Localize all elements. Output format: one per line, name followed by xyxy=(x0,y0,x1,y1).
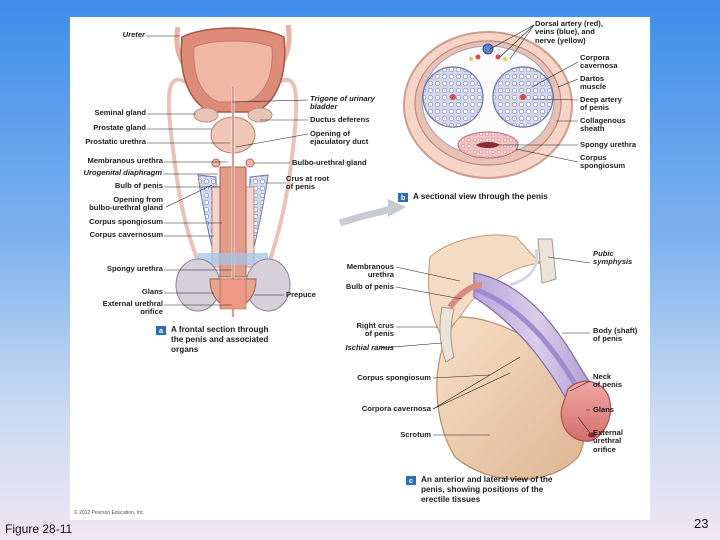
figure-label: Figure 28-11 xyxy=(5,522,73,536)
lateral-view-illustration xyxy=(428,234,612,480)
label-collagenous-sheath: Collagenous sheath xyxy=(580,116,626,134)
label-neck-of-penis: Neck of penis xyxy=(593,372,623,390)
label-urogenital-diaphragm: Urogenital diaphragm xyxy=(83,168,162,177)
label-opening-ejaculatory-duct: Opening of ejaculatory duct xyxy=(310,129,369,147)
badge-c: c xyxy=(406,476,416,485)
label-corpus-spongiosum-b: Corpus spongiosum xyxy=(580,153,626,171)
caption-a-text: A frontal section through the penis and … xyxy=(171,325,269,354)
page-number: 23 xyxy=(694,516,709,531)
label-corpus-cavernosum-a: Corpus cavernosum xyxy=(89,230,163,239)
label-deep-artery: Deep artery of penis xyxy=(580,95,622,113)
label-prostatic-urethra: Prostatic urethra xyxy=(85,137,146,146)
figure-panel: Ureter Seminal gland Prostate gland Pros… xyxy=(70,17,650,520)
badge-b: b xyxy=(398,193,408,202)
label-dorsal-artery: Dorsal artery (red), veins (blue), and n… xyxy=(535,19,603,45)
connector-arrow xyxy=(338,205,392,227)
label-bulb-of-penis-c: Bulb of penis xyxy=(345,282,394,291)
label-right-crus: Right crus of penis xyxy=(356,321,394,339)
label-prostate-gland: Prostate gland xyxy=(93,123,146,132)
label-ureter: Ureter xyxy=(122,30,145,39)
caption-b: b A sectional view through the penis xyxy=(398,192,548,202)
label-crus-at-root: Crus at root of penis xyxy=(286,174,330,192)
label-corpus-spongiosum-c: Corpus spongiosum xyxy=(357,373,431,382)
anatomy-illustrations xyxy=(146,24,612,480)
label-corpora-cavernosa-b: Corpora cavernosa xyxy=(580,53,618,71)
label-prepuce: Prepuce xyxy=(286,290,316,299)
caption-a: a A frontal section through the penis and… xyxy=(156,325,269,355)
frontal-section-illustration xyxy=(166,24,299,317)
label-bulb-of-penis-a: Bulb of penis xyxy=(114,181,163,190)
label-spongy-urethra-a: Spongy urethra xyxy=(106,264,163,273)
label-ductus-deferens: Ductus deferens xyxy=(310,115,370,124)
label-scrotum: Scrotum xyxy=(400,430,431,439)
label-spongy-urethra-b: Spongy urethra xyxy=(580,140,637,149)
leader-lines xyxy=(146,24,591,436)
label-ischial-ramus: Ischial ramus xyxy=(345,343,394,352)
label-corpus-spongiosum-a: Corpus spongiosum xyxy=(89,217,163,226)
label-external-urethral-orifice-a: External urethral orifice xyxy=(102,299,163,317)
label-dartos-muscle: Dartos muscle xyxy=(580,74,607,92)
label-pubic-symphysis: Pubic symphysis xyxy=(593,249,633,267)
label-external-urethral-orifice-c: External urethral orifice xyxy=(593,428,623,454)
badge-a: a xyxy=(156,326,166,335)
copyright-notice: © 2012 Pearson Education, Inc. xyxy=(74,510,145,516)
label-bulbo-urethral-gland: Bulbo-urethral gland xyxy=(292,158,367,167)
caption-b-text: A sectional view through the penis xyxy=(413,192,548,201)
label-membranous-urethra-a: Membranous urethra xyxy=(87,156,163,165)
label-body-shaft: Body (shaft) of penis xyxy=(593,326,638,344)
label-trigone: Trigone of urinary bladder xyxy=(310,94,375,112)
label-glans-c: Glans xyxy=(593,405,615,414)
label-corpora-cavernosa-c: Corpora cavernosa xyxy=(361,404,431,413)
label-opening-bulbo-urethral: Opening from bulbo-urethral gland xyxy=(89,195,163,213)
caption-c-text: An anterior and lateral view of the peni… xyxy=(421,475,553,504)
label-membranous-urethra-c: Membranous urethra xyxy=(346,262,394,280)
cross-section-illustration xyxy=(403,31,573,179)
label-glans-a: Glans xyxy=(141,287,163,296)
caption-c: c An anterior and lateral view of the pen… xyxy=(406,475,552,505)
label-seminal-gland: Seminal gland xyxy=(94,108,146,117)
